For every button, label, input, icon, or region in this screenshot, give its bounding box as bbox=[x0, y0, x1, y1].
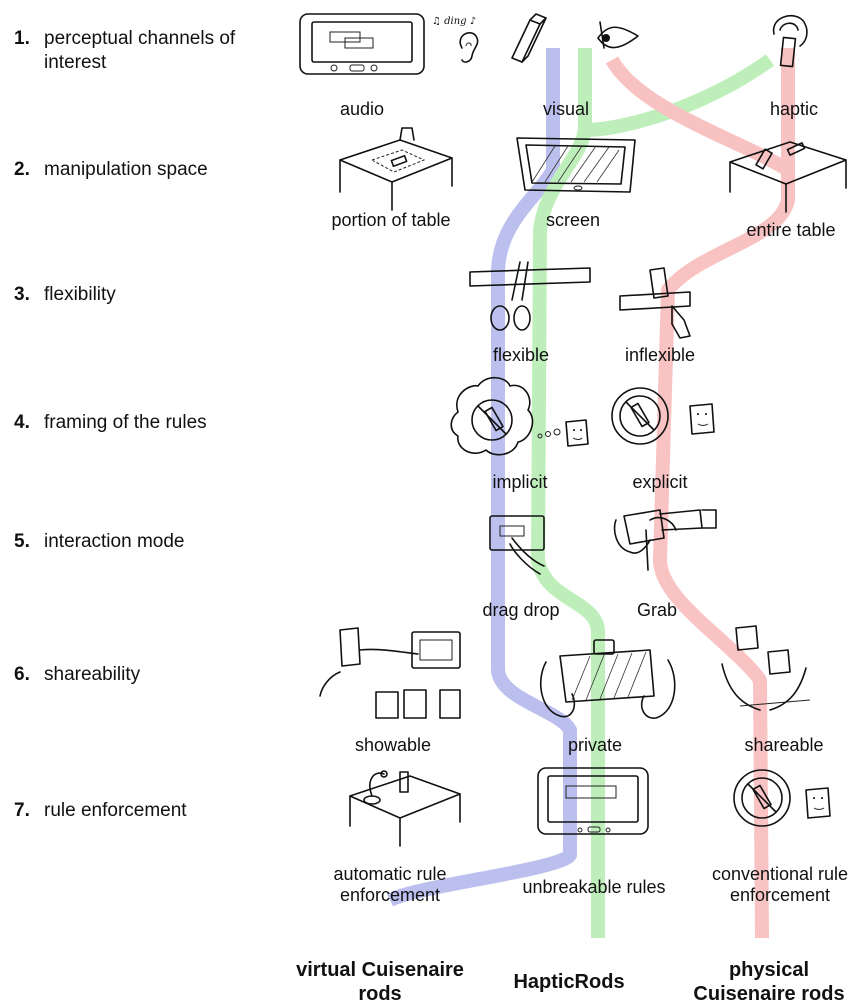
column-title-physical: physical Cuisenaire rods bbox=[693, 959, 845, 1005]
row-text: flexibility bbox=[44, 284, 116, 305]
row-label-1: 1. perceptual channels of interest bbox=[14, 27, 274, 75]
caption-flexible: flexible bbox=[492, 345, 550, 365]
row-number: 4. bbox=[14, 412, 30, 433]
caption-portion-of-table: portion of table bbox=[331, 210, 451, 230]
row-text: interaction mode bbox=[44, 531, 185, 552]
caption-drag-drop: drag drop bbox=[482, 600, 560, 620]
row-text: perceptual channels of interest bbox=[44, 28, 236, 73]
row-text: manipulation space bbox=[44, 159, 208, 180]
caption-entire-table: entire table bbox=[746, 220, 836, 240]
private-hands-tablet-sketch bbox=[539, 639, 676, 719]
caption-screen: screen bbox=[545, 210, 601, 230]
caption-automatic-rule-enforcement: automatic rule enforcement bbox=[333, 864, 447, 905]
caption-private: private bbox=[567, 735, 623, 755]
caption-haptic: haptic bbox=[769, 99, 819, 119]
caption-shareable: shareable bbox=[744, 735, 824, 755]
path-lines bbox=[386, 48, 795, 939]
row-number: 6. bbox=[14, 664, 30, 685]
row-number: 3. bbox=[14, 284, 30, 305]
unbreakable-tablet-sketch bbox=[537, 767, 649, 835]
rod-icon bbox=[511, 13, 547, 63]
drag-drop-sketch bbox=[489, 515, 545, 575]
row-number: 5. bbox=[14, 531, 30, 552]
automatic-table-sketch bbox=[349, 770, 461, 847]
hand-grab-icon bbox=[773, 14, 808, 68]
entire-table-sketch bbox=[729, 141, 847, 213]
row-label-5: 5. interaction mode bbox=[14, 530, 284, 554]
caption-implicit: implicit bbox=[492, 472, 548, 492]
tablet-audio-sketch bbox=[299, 13, 425, 75]
row-text: rule enforcement bbox=[44, 800, 187, 821]
row-label-7: 7. rule enforcement bbox=[14, 799, 284, 823]
row-number: 1. bbox=[14, 28, 30, 49]
eye-icon bbox=[597, 21, 639, 49]
showable-sketch bbox=[319, 627, 461, 719]
row-label-2: 2. manipulation space bbox=[14, 158, 284, 182]
scissors-flexible-sketch bbox=[469, 261, 591, 331]
conventional-rule-sign-sketch bbox=[733, 769, 831, 827]
scissors-inflexible-sketch bbox=[619, 267, 691, 339]
column-title-hapticrods: HapticRods bbox=[513, 971, 625, 993]
row-label-6: 6. shareability bbox=[14, 663, 284, 687]
ear-icon bbox=[459, 32, 479, 63]
shareable-sketch bbox=[721, 625, 811, 711]
explicit-rule-sign-sketch bbox=[611, 387, 715, 445]
row-text: framing of the rules bbox=[44, 412, 207, 433]
hands-grab-sketch bbox=[613, 509, 717, 571]
caption-grab: Grab bbox=[636, 600, 678, 620]
caption-conventional-rule-enforcement: conventional rule enforcement bbox=[711, 864, 849, 905]
caption-showable: showable bbox=[354, 735, 432, 755]
ding-text: ♫ ding ♪ bbox=[432, 16, 476, 27]
virtual-path bbox=[386, 48, 577, 907]
caption-explicit: explicit bbox=[632, 472, 688, 492]
row-text: shareability bbox=[44, 664, 141, 685]
portion-of-table-sketch bbox=[339, 127, 453, 211]
physical-path bbox=[653, 48, 795, 939]
implicit-rule-cloud-sketch bbox=[450, 376, 589, 456]
row-number: 2. bbox=[14, 159, 30, 180]
row-label-4: 4. framing of the rules bbox=[14, 411, 284, 435]
screen-tablet-sketch bbox=[516, 137, 636, 193]
caption-unbreakable-rules: unbreakable rules bbox=[522, 877, 666, 897]
caption-visual: visual bbox=[542, 99, 590, 119]
row-label-3: 3. flexibility bbox=[14, 283, 284, 307]
caption-inflexible: inflexible bbox=[624, 345, 696, 365]
column-title-virtual: virtual Cuisenaire rods bbox=[296, 959, 464, 1005]
hapticrods-path bbox=[531, 48, 605, 938]
row-number: 7. bbox=[14, 800, 30, 821]
caption-audio: audio bbox=[339, 99, 385, 119]
